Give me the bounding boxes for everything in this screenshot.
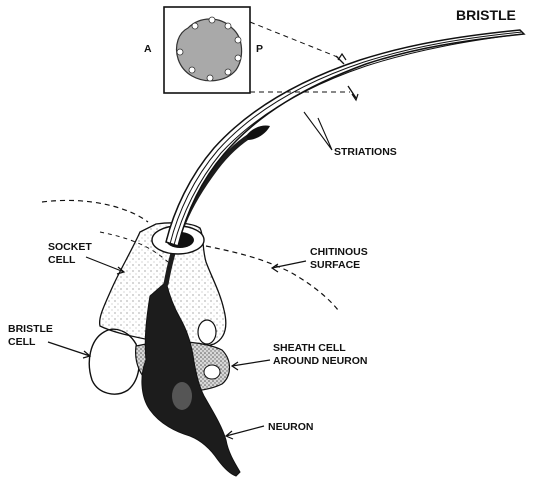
sheath-cell-vacuole [204, 365, 220, 379]
label-bristle-cell-line1: BRISTLE [8, 323, 53, 335]
label-socket-line2: CELL [48, 254, 76, 266]
cross-section-outline [177, 19, 242, 81]
sheath-arrow [232, 360, 270, 370]
inset-label-anterior: A [144, 43, 152, 55]
label-sheath-line1: SHEATH CELL [273, 342, 346, 354]
label-chitinous-line1: CHITINOUS [310, 246, 368, 258]
label-striations: STRIATIONS [334, 146, 397, 158]
label-socket-line1: SOCKET [48, 241, 92, 253]
bristle-cell-arrow [48, 342, 90, 358]
neuron-nucleus [172, 382, 192, 410]
label-bristle-cell-line2: CELL [8, 336, 36, 348]
label-bristle: BRISTLE [456, 7, 516, 23]
label-chitinous-line2: SURFACE [310, 259, 360, 271]
bristle-cell [89, 329, 139, 394]
striations-leaders [304, 112, 332, 150]
label-neuron: NEURON [268, 421, 314, 433]
chitinous-arrow [272, 261, 306, 272]
inset-projection-lines [250, 22, 350, 92]
label-sheath-line2: AROUND NEURON [273, 355, 368, 367]
inset-label-posterior: P [256, 43, 263, 55]
neuron-arrow [226, 426, 264, 439]
socket-arrow [86, 257, 124, 274]
socket-cell-vacuole [198, 320, 216, 344]
